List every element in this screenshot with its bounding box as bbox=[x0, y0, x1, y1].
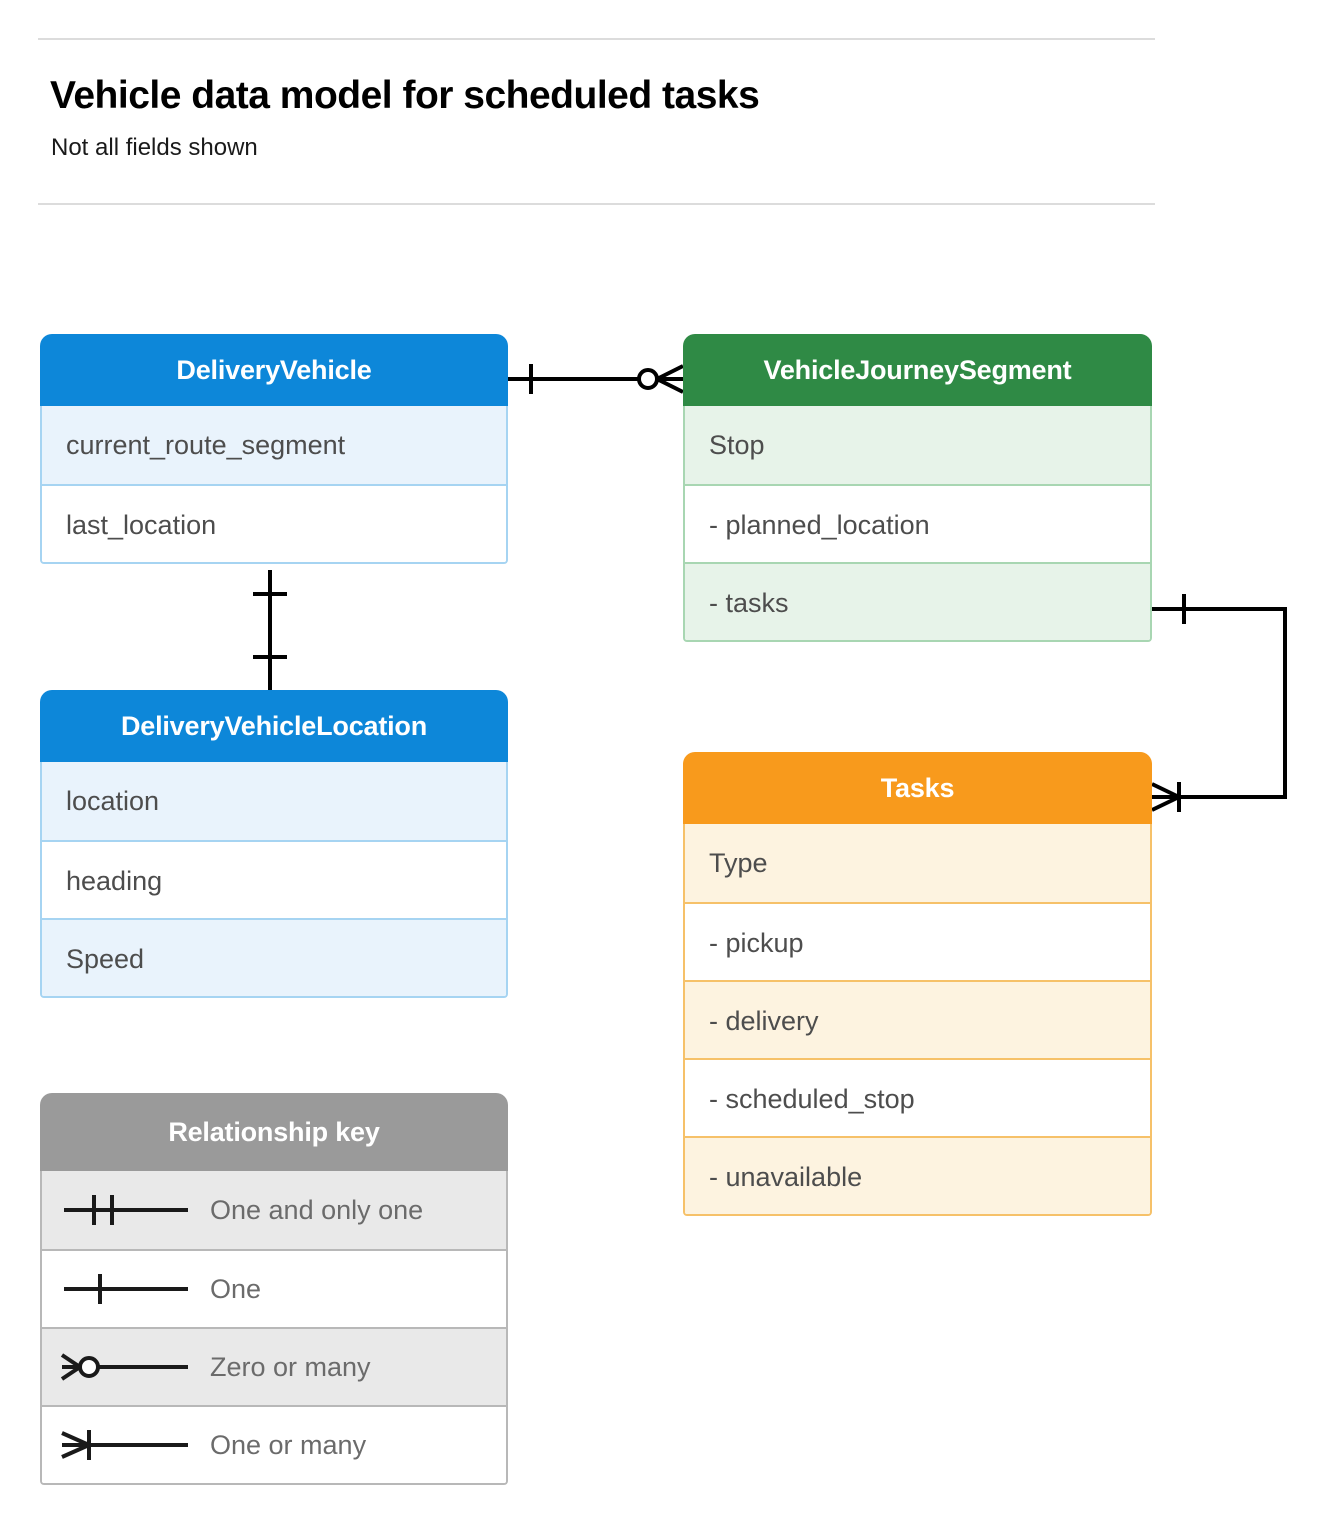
field-row: - planned_location bbox=[685, 484, 1150, 562]
legend-item-label: Zero or many bbox=[210, 1351, 371, 1382]
connector-vehicle-to-vehicle-location bbox=[253, 570, 287, 690]
legend-item-zero-or-many: Zero or many bbox=[42, 1327, 506, 1405]
relationship-key-title: Relationship key bbox=[40, 1093, 508, 1171]
field-row: Type bbox=[685, 824, 1150, 902]
legend-item-one-and-only-one: One and only one bbox=[42, 1171, 506, 1249]
entity-tasks-fields: Type - pickup - delivery - scheduled_sto… bbox=[683, 824, 1152, 1216]
one-and-only-one-icon bbox=[42, 1190, 210, 1230]
field-row: Stop bbox=[685, 406, 1150, 484]
field-row: - tasks bbox=[685, 562, 1150, 640]
entity-tasks[interactable]: Tasks Type - pickup - delivery - schedul… bbox=[683, 752, 1152, 1216]
field-row: - pickup bbox=[685, 902, 1150, 980]
one-or-many-icon bbox=[42, 1425, 210, 1465]
page-subtitle: Not all fields shown bbox=[51, 134, 258, 161]
field-row: location bbox=[42, 762, 506, 840]
field-row: - delivery bbox=[685, 980, 1150, 1058]
legend-item-label: One and only one bbox=[210, 1194, 424, 1225]
relationship-key-legend[interactable]: Relationship key One and only one bbox=[40, 1093, 508, 1485]
legend-item-one: One bbox=[42, 1249, 506, 1327]
field-row: - unavailable bbox=[685, 1136, 1150, 1214]
field-row: current_route_segment bbox=[42, 406, 506, 484]
field-row: Speed bbox=[42, 918, 506, 996]
entity-delivery-vehicle[interactable]: DeliveryVehicle current_route_segment la… bbox=[40, 334, 508, 564]
field-row: - scheduled_stop bbox=[685, 1058, 1150, 1136]
entity-delivery-vehicle-location-title: DeliveryVehicleLocation bbox=[40, 690, 508, 762]
legend-item-label: One or many bbox=[210, 1429, 367, 1460]
entity-delivery-vehicle-location[interactable]: DeliveryVehicleLocation location heading… bbox=[40, 690, 508, 998]
entity-vehicle-journey-segment-title: VehicleJourneySegment bbox=[683, 334, 1152, 406]
zero-or-many-icon bbox=[42, 1347, 210, 1387]
relationship-key-items: One and only one One bbox=[40, 1171, 508, 1485]
connector-journey-segment-tasks-to-tasks bbox=[1151, 594, 1287, 812]
field-row: last_location bbox=[42, 484, 506, 562]
entity-tasks-title: Tasks bbox=[683, 752, 1152, 824]
entity-vehicle-journey-segment-fields: Stop - planned_location - tasks bbox=[683, 406, 1152, 642]
header-divider-top bbox=[38, 38, 1155, 40]
entity-delivery-vehicle-fields: current_route_segment last_location bbox=[40, 406, 508, 564]
entity-delivery-vehicle-location-fields: location heading Speed bbox=[40, 762, 508, 998]
connector-vehicle-to-journey-segment bbox=[508, 364, 684, 394]
field-row: heading bbox=[42, 840, 506, 918]
header-divider-bottom bbox=[38, 203, 1155, 205]
entity-vehicle-journey-segment[interactable]: VehicleJourneySegment Stop - planned_loc… bbox=[683, 334, 1152, 642]
one-icon bbox=[42, 1269, 210, 1309]
page-title: Vehicle data model for scheduled tasks bbox=[50, 74, 760, 117]
legend-item-label: One bbox=[210, 1273, 262, 1304]
legend-item-one-or-many: One or many bbox=[42, 1405, 506, 1483]
entity-delivery-vehicle-title: DeliveryVehicle bbox=[40, 334, 508, 406]
